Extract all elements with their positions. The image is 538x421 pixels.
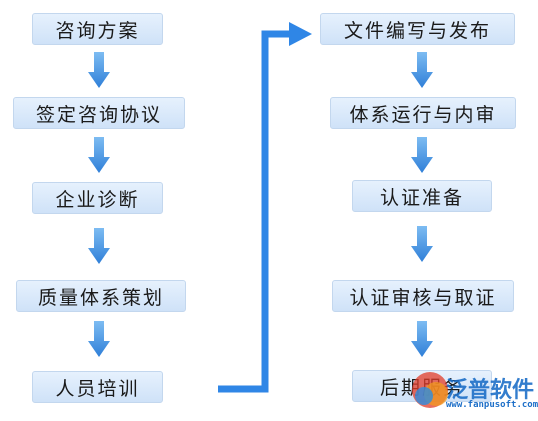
watermark-brand: 泛普软件 xyxy=(446,378,535,403)
step-certification-audit: 认证审核与取证 xyxy=(332,280,514,312)
arrow-down-icon xyxy=(88,52,110,88)
step-staff-training: 人员培训 xyxy=(32,371,163,403)
arrow-down-icon xyxy=(411,137,433,173)
step-system-operation-audit: 体系运行与内审 xyxy=(330,97,516,129)
step-document-writing: 文件编写与发布 xyxy=(320,13,515,45)
arrow-down-icon xyxy=(88,321,110,357)
step-quality-system-planning: 质量体系策划 xyxy=(16,280,186,312)
arrow-down-icon xyxy=(411,321,433,357)
watermark-url: www.fanpusoft.com xyxy=(446,400,538,410)
arrow-down-icon xyxy=(88,228,110,264)
step-sign-agreement: 签定咨询协议 xyxy=(13,97,185,129)
watermark-logo xyxy=(412,372,448,408)
arrow-down-icon xyxy=(411,52,433,88)
step-certification-preparation: 认证准备 xyxy=(352,180,492,212)
arrow-down-icon xyxy=(88,137,110,173)
step-enterprise-diagnosis: 企业诊断 xyxy=(32,182,163,214)
step-consulting-plan: 咨询方案 xyxy=(32,13,163,45)
arrow-down-icon xyxy=(411,226,433,262)
